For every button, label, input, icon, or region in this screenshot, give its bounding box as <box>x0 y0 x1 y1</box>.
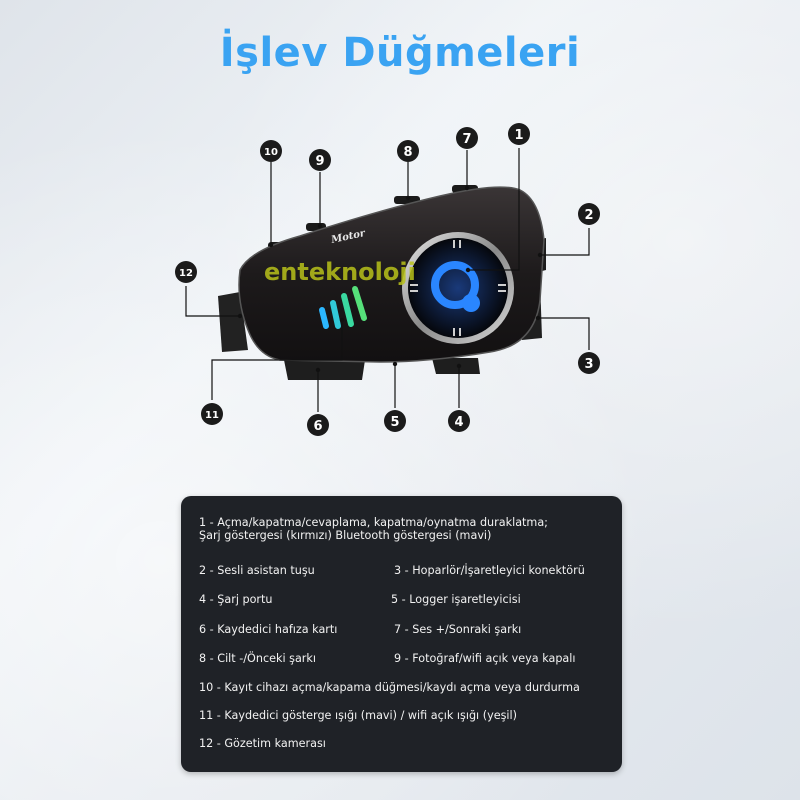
callout-8: 8 <box>397 140 419 162</box>
leader-dots <box>237 185 543 373</box>
svg-text:4: 4 <box>454 415 463 430</box>
legend-item-4: 4 - Şarj portu <box>199 593 273 606</box>
leader-lines <box>185 148 590 412</box>
callout-11: 11 <box>201 403 223 425</box>
callout-1: 1 <box>508 123 530 145</box>
legend-item-8: 8 - Cilt -/Önceki şarkı <box>199 652 316 665</box>
page-title: İşlev Düğmeleri <box>219 30 581 76</box>
svg-text:3: 3 <box>584 357 593 372</box>
svg-text:8: 8 <box>403 145 412 160</box>
svg-text:10: 10 <box>264 147 278 158</box>
device-diagram: Motor enteknoloji <box>175 123 600 436</box>
callout-12: 12 <box>175 261 197 283</box>
callout-3: 3 <box>578 352 600 374</box>
led-indicator-bars <box>319 286 367 329</box>
legend-item-2: 2 - Sesli asistan tuşu <box>199 564 315 577</box>
svg-text:7: 7 <box>462 132 471 147</box>
dial-ticks <box>410 240 506 336</box>
watermark: enteknoloji <box>264 258 416 286</box>
callout-2: 2 <box>578 203 600 225</box>
legend-panel: 1 - Açma/kapatma/cevaplama, kapatma/oyna… <box>181 496 622 772</box>
legend-item-1-line2: Şarj göstergesi (kırmızı) Bluetooth göst… <box>199 529 492 542</box>
callout-4: 4 <box>448 410 470 432</box>
svg-text:11: 11 <box>205 410 219 421</box>
svg-text:9: 9 <box>315 154 324 169</box>
callout-10: 10 <box>260 140 282 162</box>
legend-item-9: 9 - Fotoğraf/wifi açık veya kapalı <box>394 652 576 665</box>
power-button-logo-icon <box>431 261 480 312</box>
svg-text:2: 2 <box>584 208 593 223</box>
callout-9: 9 <box>309 149 331 171</box>
legend-item-11: 11 - Kaydedici gösterge ışığı (mavi) / w… <box>199 709 518 722</box>
svg-text:12: 12 <box>179 268 193 279</box>
legend-item-3: 3 - Hoparlör/İşaretleyici konektörü <box>394 564 585 577</box>
legend-item-10: 10 - Kayıt cihazı açma/kapama düğmesi/ka… <box>199 681 580 694</box>
legend-item-12: 12 - Gözetim kamerası <box>199 737 326 750</box>
svg-text:6: 6 <box>313 419 322 434</box>
legend-item-7: 7 - Ses +/Sonraki şarkı <box>394 623 522 636</box>
svg-text:1: 1 <box>514 128 523 143</box>
svg-text:5: 5 <box>390 415 399 430</box>
callout-7: 7 <box>456 127 478 149</box>
callout-6: 6 <box>307 414 329 436</box>
callout-5: 5 <box>384 410 406 432</box>
legend-item-6: 6 - Kaydedici hafıza kartı <box>199 623 338 636</box>
legend-item-1-line1: 1 - Açma/kapatma/cevaplama, kapatma/oyna… <box>199 516 548 529</box>
legend-item-5: 5 - Logger işaretleyicisi <box>391 593 521 606</box>
